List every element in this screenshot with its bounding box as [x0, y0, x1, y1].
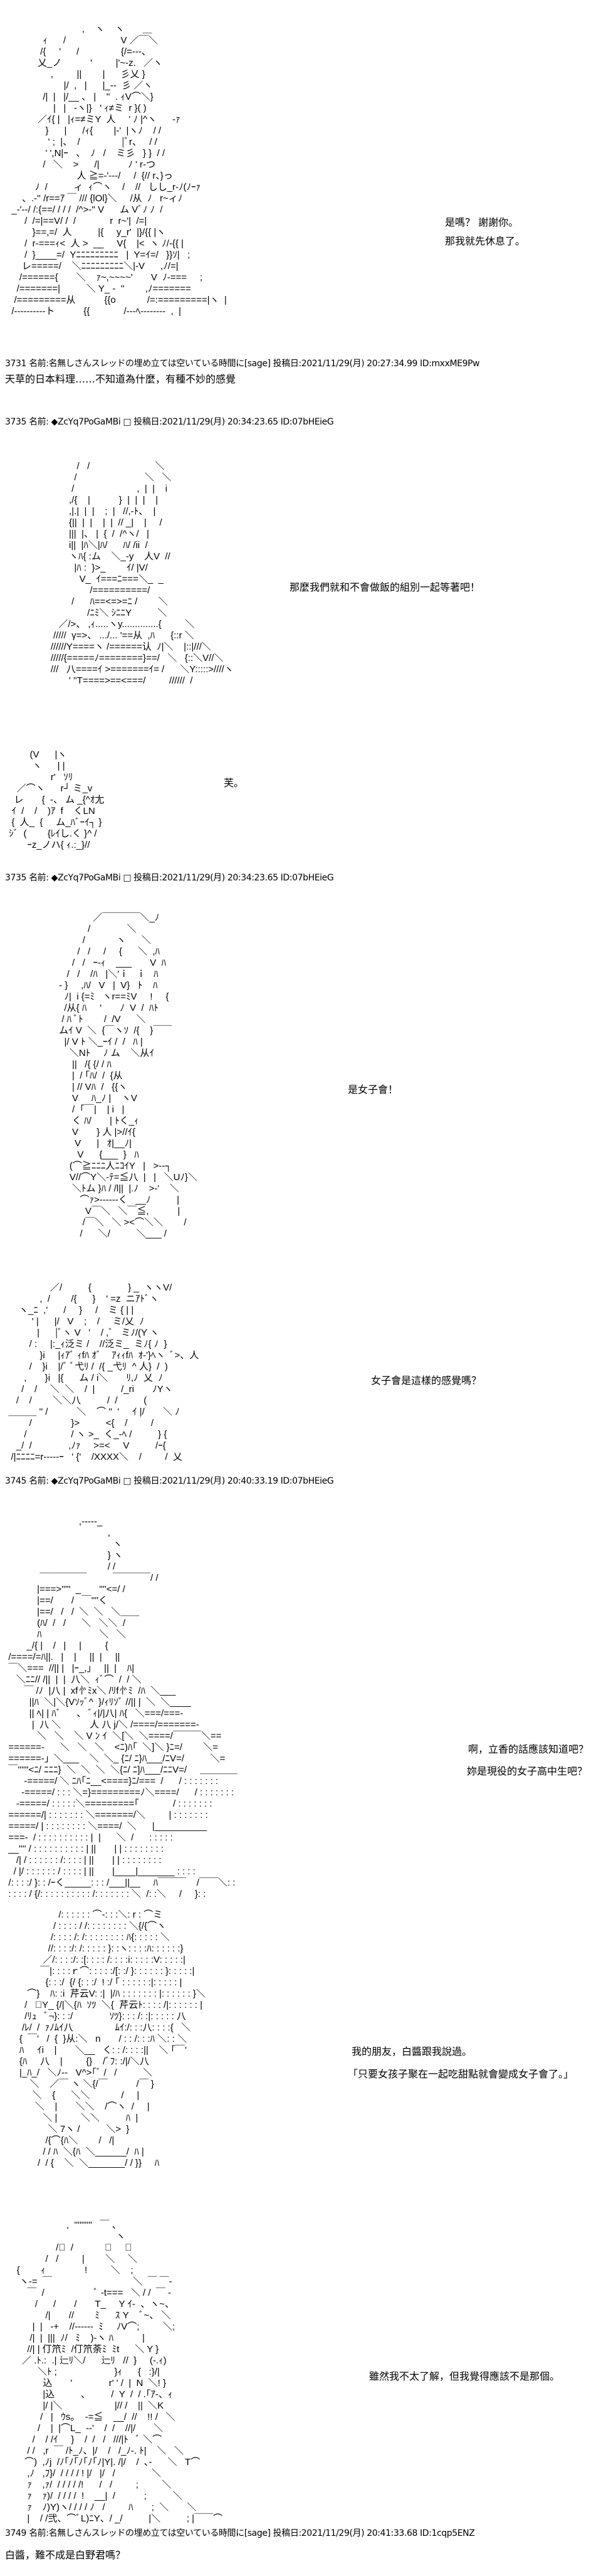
dialogue-line: 「只要女孩子聚在一起吃甜點就會變成女子會了。」 [348, 2068, 574, 2080]
post-header: 3731 名前:名無しさんスレッドの埋め立ては空いている時間に[sage] 投稿… [5, 359, 480, 369]
dialogue-line: 那麼我們就和不會做飯的組別一起等著吧！ [290, 581, 481, 593]
post-body: 天草的日本料理……不知道為什麼，有種不妙的感覺 [5, 373, 236, 385]
post-header: 3735 名前: ◆ZcYq7PoGaMBi □ 投稿日:2021/11/29(… [5, 873, 334, 883]
ascii-art-3: (V |ヽ ヽ | | r' ｿﾘ ／⌒ヽ r┘ ミ_v レ { ‐、 ム _{… [9, 749, 105, 850]
dialogue-line: 雖然我不太了解，但我覺得應該不是那個。 [369, 2370, 560, 2382]
ascii-art-8: , '''''''''' ￣ 、 ヽ /ﾞ / ＼ ＼ / / | ＼ ＼ { … [16, 2220, 223, 2524]
ascii-art-7: /: : : : : : ⌒‐: : :＼: r : ⌒ミ / : : : : … [19, 1909, 206, 2168]
dialogue-line: 啊，立香的話應該知道吧？ [468, 1743, 589, 1755]
dialogue-line: 那我就先休息了。 [445, 235, 526, 247]
dialogue-line: 我的朋友，白醬跟我說過。 [352, 2045, 473, 2057]
ascii-art-1: , ヽ ヽ ＿ ｨ / V ／￣＼ /{ ' / {/=--‐、 乂_ノ ' |… [11, 24, 227, 317]
post-header: 3749 名前:名無しさんスレッドの埋め立ては空いている時間に[sage] 投稿… [5, 2528, 475, 2538]
dialogue-line: 妳是現役的女子高中生吧？ [467, 1765, 588, 1777]
post-body: 白醬，難不成是白野君嗎？ [5, 2549, 126, 2561]
dialogue-line: 是女子會！ [348, 1084, 399, 1095]
post-header: 3735 名前: ◆ZcYq7PoGaMBi □ 投稿日:2021/11/29(… [5, 417, 334, 427]
dialogue-line: 女子會是這樣的感覺嗎？ [371, 1375, 482, 1386]
dialogue-line: 是嗎？ 謝謝你。 [445, 216, 519, 228]
ascii-art-2: / / ＼ / ＼ ＼ / , | | i ,/{ | } | | | | ,|… [50, 461, 234, 686]
post-header: 3745 名前: ◆ZcYq7PoGaMBi □ 投稿日:2021/11/29(… [5, 1476, 334, 1486]
ascii-art-6: ,--‐‐-_ , ヽ } ヽ / / ￣￣￣￣ [8, 1516, 238, 1899]
dialogue-line: 芙。 [224, 777, 244, 789]
ascii-art-4: ／￣￣￣￣＼_ﾉ / ＼ / ヽ ＼ / / / { ＼ ,ﾊ / / ｰ-ｨ … [59, 912, 197, 1239]
ascii-art-5: ／/ { } _ ヽヽV/ , / /{ } ' =z ニｱﾄﾞヽ ヽ_ﾆ ,'… [8, 1282, 199, 1462]
